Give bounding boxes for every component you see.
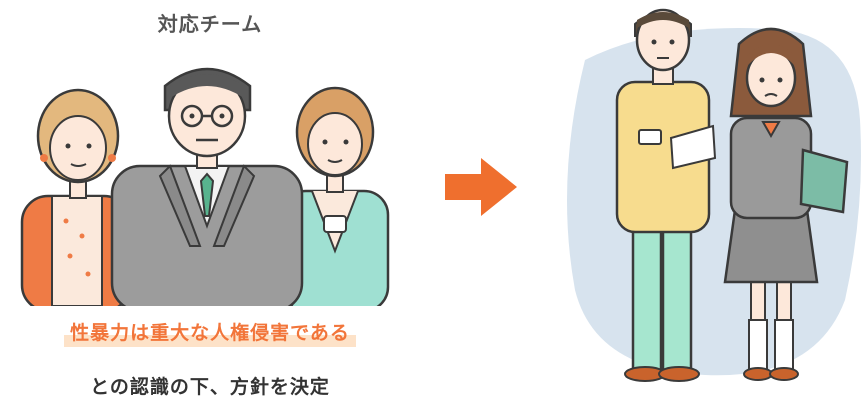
team-member-right-woman	[280, 86, 390, 306]
student-figure	[723, 27, 849, 381]
response-team-illustration	[20, 67, 390, 306]
team-member-left-woman	[20, 88, 132, 306]
team-title: 対応チーム	[157, 12, 263, 36]
decision-text: との認識の下、方針を決定	[90, 376, 330, 398]
arrow-right-icon	[445, 158, 517, 216]
statement-highlight: 性暴力は重大な人権侵害である	[64, 318, 356, 347]
teacher-and-student-illustration	[567, 8, 861, 382]
team-member-center-man	[110, 67, 304, 306]
teacher-figure	[615, 8, 717, 382]
